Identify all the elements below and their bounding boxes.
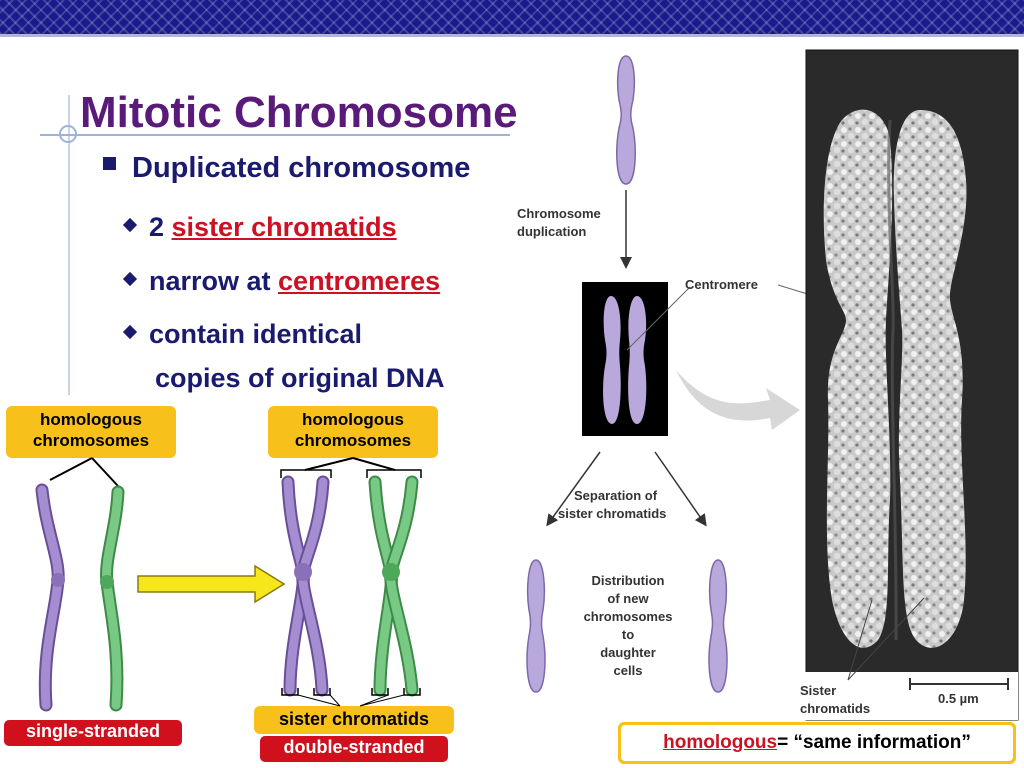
bullet-main: Duplicated chromosome [103, 152, 470, 185]
chromosome-top [616, 55, 636, 185]
svg-text:0.5 µm: 0.5 µm [938, 691, 979, 706]
svg-text:chromosomes: chromosomes [584, 609, 673, 624]
sub-bullet-2-highlight: centromeres [278, 266, 441, 296]
electron-micrograph: Sister chromatids 0.5 µm [800, 49, 1019, 721]
sub-bullet-2-prefix: narrow at [149, 266, 279, 296]
text-scale: 0.5 µm [938, 691, 979, 706]
definition-text: = “same information” [777, 732, 971, 753]
svg-text:cells: cells [614, 663, 643, 678]
text-duplication-1: Chromosome [517, 206, 601, 221]
svg-text:Separation of: Separation of [574, 488, 658, 503]
centromere-green-double [382, 563, 400, 581]
centromere-purple-single [51, 573, 65, 587]
title-underline [40, 134, 510, 136]
label-pointer-right [304, 457, 396, 471]
vertical-rule [68, 95, 70, 395]
diamond-bullet-icon [122, 217, 138, 233]
grey-curved-arrow-icon [676, 370, 800, 430]
sub-bullet-3-text: contain identical [149, 319, 363, 349]
text-sister-1: Sister [800, 683, 836, 698]
crosshair-icon [59, 125, 77, 143]
centromere-purple-double [294, 563, 312, 581]
label-single-stranded: single-stranded [4, 720, 182, 746]
svg-text:Sister: Sister [800, 683, 836, 698]
diamond-bullet-icon [122, 324, 138, 340]
header-rule [0, 34, 1024, 37]
daughter-chromosome-left [526, 559, 546, 693]
label-homologous-right: homologous chromosomes [268, 406, 438, 458]
text-distribution-2: of new [607, 591, 649, 606]
label-homologous-right-line2: chromosomes [294, 431, 412, 450]
text-distribution-4: to [622, 627, 634, 642]
text-separation-1: Separation of [574, 488, 658, 503]
header-bar [0, 0, 1024, 34]
sub-bullet-3-continuation: copies of original DNA [155, 354, 445, 402]
micrograph-chromatid-right [893, 110, 967, 648]
yellow-arrow-icon [137, 564, 286, 604]
daughter-chromosome-right [708, 559, 728, 693]
text-centromere: Centromere [685, 277, 758, 292]
sub-bullet-3-text-line2: copies of original DNA [155, 363, 445, 393]
svg-text:Chromosome: Chromosome [517, 206, 601, 221]
purple-chromatid-b [298, 477, 328, 695]
purple-chromosome-single [37, 485, 63, 710]
sub-bullet-3: contain identical [122, 310, 363, 358]
label-double-stranded: double-stranded [260, 736, 448, 762]
svg-text:chromatids: chromatids [800, 701, 870, 716]
centromere-green-single [100, 575, 114, 589]
sub-bullet-1-highlight: sister chromatids [171, 212, 397, 242]
svg-text:to: to [622, 627, 634, 642]
definition-box: homologous = “same information” [618, 722, 1016, 764]
svg-text:Distribution: Distribution [592, 573, 665, 588]
label-homologous-left: homologous chromosomes [6, 406, 176, 458]
svg-text:duplication: duplication [517, 224, 586, 239]
green-chromosome-single [102, 487, 123, 710]
sub-bullet-1-prefix: 2 [149, 212, 172, 242]
square-bullet-icon [103, 157, 116, 170]
sub-bullet-1: 2 sister chromatids [122, 203, 397, 251]
duplicated-chromosome-box [582, 282, 668, 436]
bullet-main-text: Duplicated chromosome [132, 152, 471, 184]
slide-title: Mitotic Chromosome [80, 88, 518, 137]
label-homologous-left-line1: homologous [40, 410, 142, 429]
text-distribution-3: chromosomes [584, 609, 673, 624]
duplication-cycle-figure: Chromosome duplication Centromere Separa… [517, 55, 861, 693]
label-homologous-right-line1: homologous [302, 410, 404, 429]
text-distribution-6: cells [614, 663, 643, 678]
text-duplication-2: duplication [517, 224, 586, 239]
label-pointer-left [49, 457, 119, 487]
definition-term: homologous [663, 732, 778, 753]
svg-text:Centromere: Centromere [685, 277, 758, 292]
text-distribution-1: Distribution [592, 573, 665, 588]
text-separation-2: sister chromatids [558, 506, 666, 521]
micrograph-chromatid-left [823, 109, 893, 648]
svg-text:daughter: daughter [600, 645, 656, 660]
purple-chromatid-a [283, 477, 308, 695]
double-stranded-chromosomes [280, 457, 422, 707]
green-chromatid-b [386, 477, 417, 695]
svg-text:sister chromatids: sister chromatids [558, 506, 666, 521]
diamond-bullet-icon [122, 271, 138, 287]
svg-text:of new: of new [607, 591, 649, 606]
single-stranded-chromosomes [35, 457, 125, 712]
label-sister-chromatids: sister chromatids [254, 706, 454, 734]
text-sister-2: chromatids [800, 701, 870, 716]
green-chromatid-a [370, 477, 396, 695]
definition-box-inner: homologous = “same information” [621, 725, 1013, 761]
label-homologous-left-line2: chromosomes [32, 431, 150, 450]
sub-bullet-2: narrow at centromeres [122, 257, 441, 305]
text-distribution-5: daughter [600, 645, 656, 660]
